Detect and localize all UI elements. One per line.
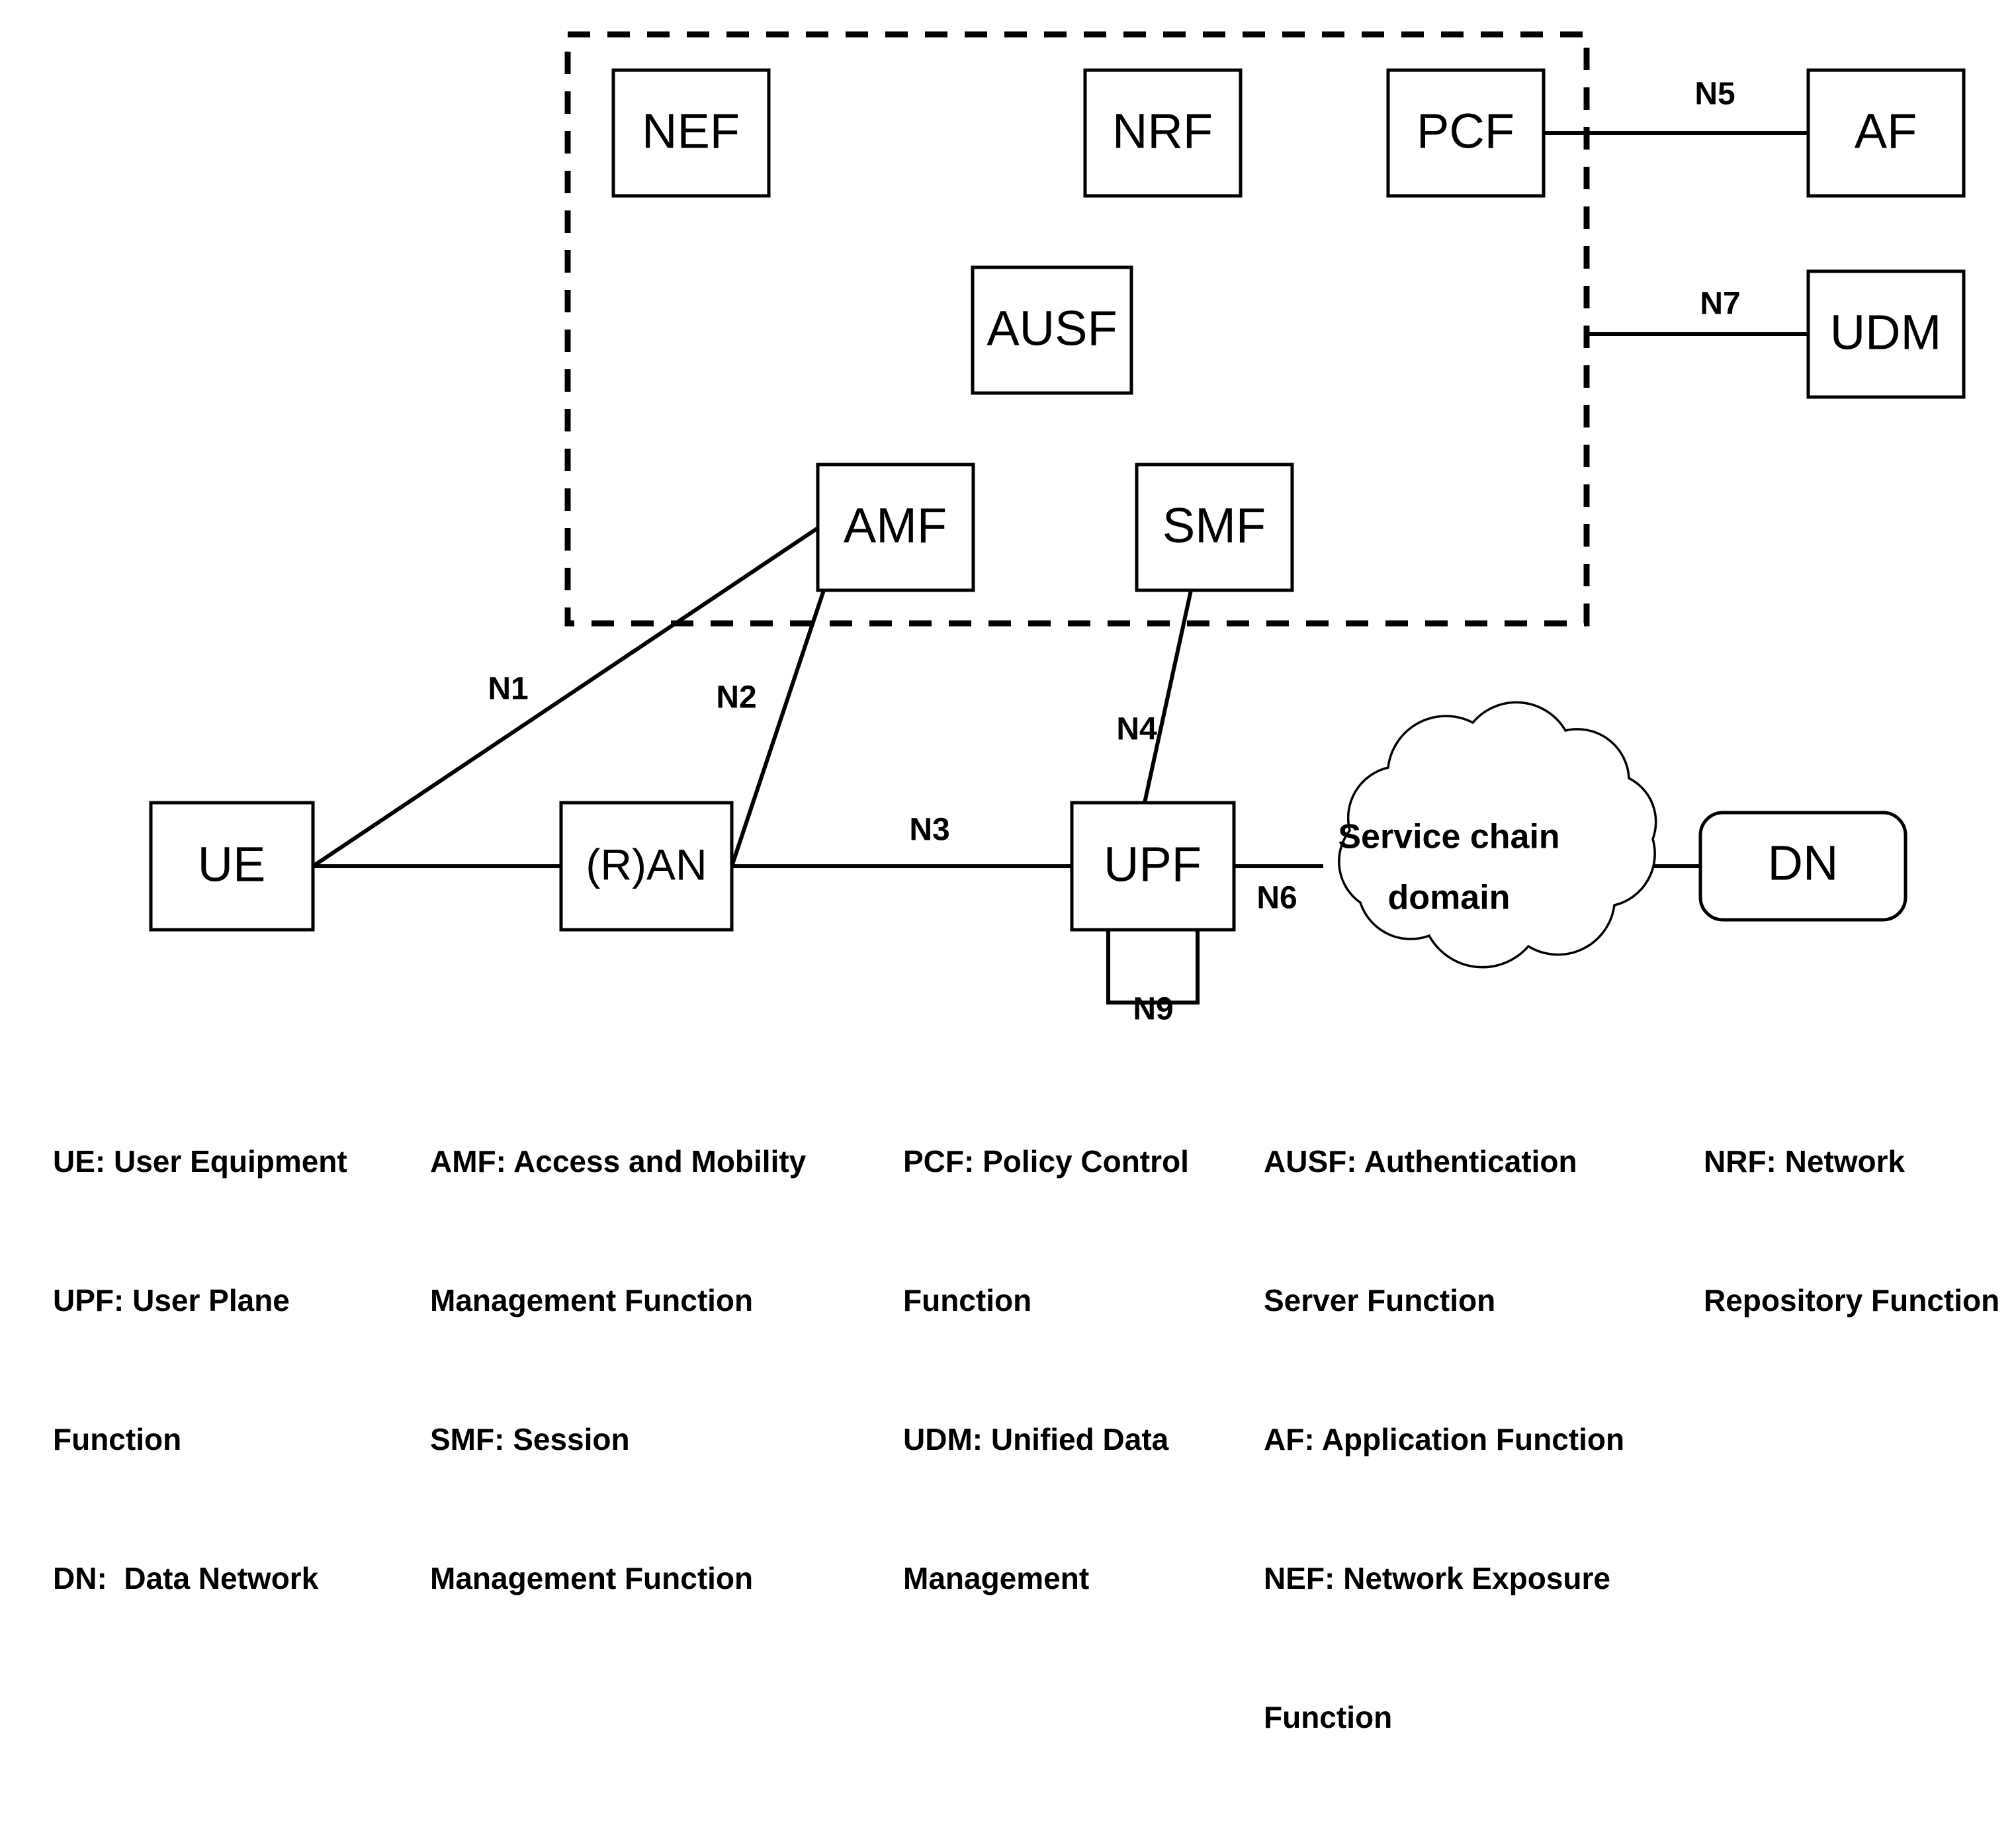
cloud-label-line-1: Service chain	[1338, 818, 1559, 856]
node-label-af: AF	[1855, 104, 1917, 159]
node-label-ausf: AUSF	[986, 301, 1117, 356]
service-chain-cloud: Service chain domain	[1338, 701, 1657, 969]
edge-label-n3: N3	[909, 813, 949, 848]
node-label-nef: NEF	[642, 104, 740, 159]
node-upf[interactable]: UPF	[1070, 801, 1236, 932]
node-nrf[interactable]: NRF	[1083, 68, 1243, 198]
legend-line: UE: User Equipment	[53, 1144, 347, 1179]
legend-line: Management Function	[430, 1283, 754, 1318]
legend-line: Repository Function	[1704, 1283, 2000, 1318]
node-ue[interactable]: UE	[149, 801, 315, 932]
node-label-nrf: NRF	[1112, 104, 1213, 159]
network-architecture-diagram: Service chain domain NEF NRF PCF AF AUSF	[149, 31, 1966, 1027]
edge-label-n5: N5	[1694, 77, 1735, 112]
edge-label-n2: N2	[716, 680, 756, 715]
node-label-ue: UE	[198, 837, 266, 892]
edge-label-n4: N4	[1116, 712, 1157, 747]
link-n4-line	[1143, 590, 1193, 803]
legend-column-1: UE: User Equipment UPF: User Plane Funct…	[53, 1046, 410, 1694]
legend-line: Function	[903, 1283, 1032, 1318]
edge-label-n9: N9	[1133, 992, 1173, 1027]
legend-column-4: AUSF: Authentication Server Function AF:…	[1264, 1046, 1661, 1833]
legend-line: Function	[53, 1422, 182, 1456]
legend-line: NRF: Network	[1704, 1144, 1906, 1179]
legend-column-3: PCF: Policy Control Function UDM: Unifie…	[903, 1046, 1260, 1694]
edge-label-n6: N6	[1256, 881, 1297, 916]
node-label-smf: SMF	[1162, 498, 1266, 553]
node-label-ran: (R)AN	[586, 840, 707, 889]
legend-line: SMF: Session	[430, 1422, 630, 1456]
link-n2-line	[730, 590, 826, 867]
legend-line: UPF: User Plane	[53, 1283, 290, 1318]
legend-line: AMF: Access and Mobility	[430, 1144, 807, 1179]
node-pcf[interactable]: PCF	[1386, 68, 1546, 198]
node-nef[interactable]: NEF	[611, 68, 771, 198]
legend-line: DN: Data Network	[53, 1561, 319, 1595]
node-label-udm: UDM	[1830, 305, 1942, 360]
node-label-dn: DN	[1768, 836, 1839, 891]
node-label-pcf: PCF	[1417, 104, 1514, 159]
edge-label-n7: N7	[1700, 287, 1740, 322]
legend-line: NEF: Network Exposure	[1264, 1561, 1610, 1595]
legend-line: AF: Application Function	[1264, 1422, 1625, 1456]
node-dn[interactable]: DN	[1698, 811, 1907, 922]
legend-line: Management	[903, 1561, 1090, 1595]
legend-line: PCF: Policy Control	[903, 1144, 1189, 1179]
node-label-amf: AMF	[844, 498, 947, 553]
link-n9-loop	[1106, 928, 1200, 1005]
legend-line: Function	[1264, 1700, 1393, 1734]
node-udm[interactable]: UDM	[1806, 269, 1966, 399]
legend-line: UDM: Unified Data	[903, 1422, 1169, 1456]
link-n1-line	[312, 526, 819, 868]
control-plane-domain-boundary	[564, 31, 1590, 627]
diagram-canvas: Service chain domain NEF NRF PCF AF AUSF	[149, 31, 1966, 1027]
node-ausf[interactable]: AUSF	[971, 265, 1133, 395]
legend: UE: User Equipment UPF: User Plane Funct…	[0, 1046, 2016, 1734]
node-amf[interactable]: AMF	[816, 463, 975, 592]
legend-column-5: NRF: Network Repository Function	[1704, 1046, 2015, 1416]
edge-label-n1: N1	[488, 672, 528, 707]
legend-column-2: AMF: Access and Mobility Management Func…	[430, 1046, 854, 1694]
node-af[interactable]: AF	[1806, 68, 1966, 198]
legend-line: Server Function	[1264, 1283, 1496, 1318]
node-label-upf: UPF	[1104, 837, 1202, 892]
legend-line: Management Function	[430, 1561, 754, 1595]
node-smf[interactable]: SMF	[1135, 463, 1294, 592]
legend-line: AUSF: Authentication	[1264, 1144, 1577, 1179]
node-ran[interactable]: (R)AN	[559, 801, 734, 932]
cloud-label-line-2: domain	[1388, 879, 1511, 917]
